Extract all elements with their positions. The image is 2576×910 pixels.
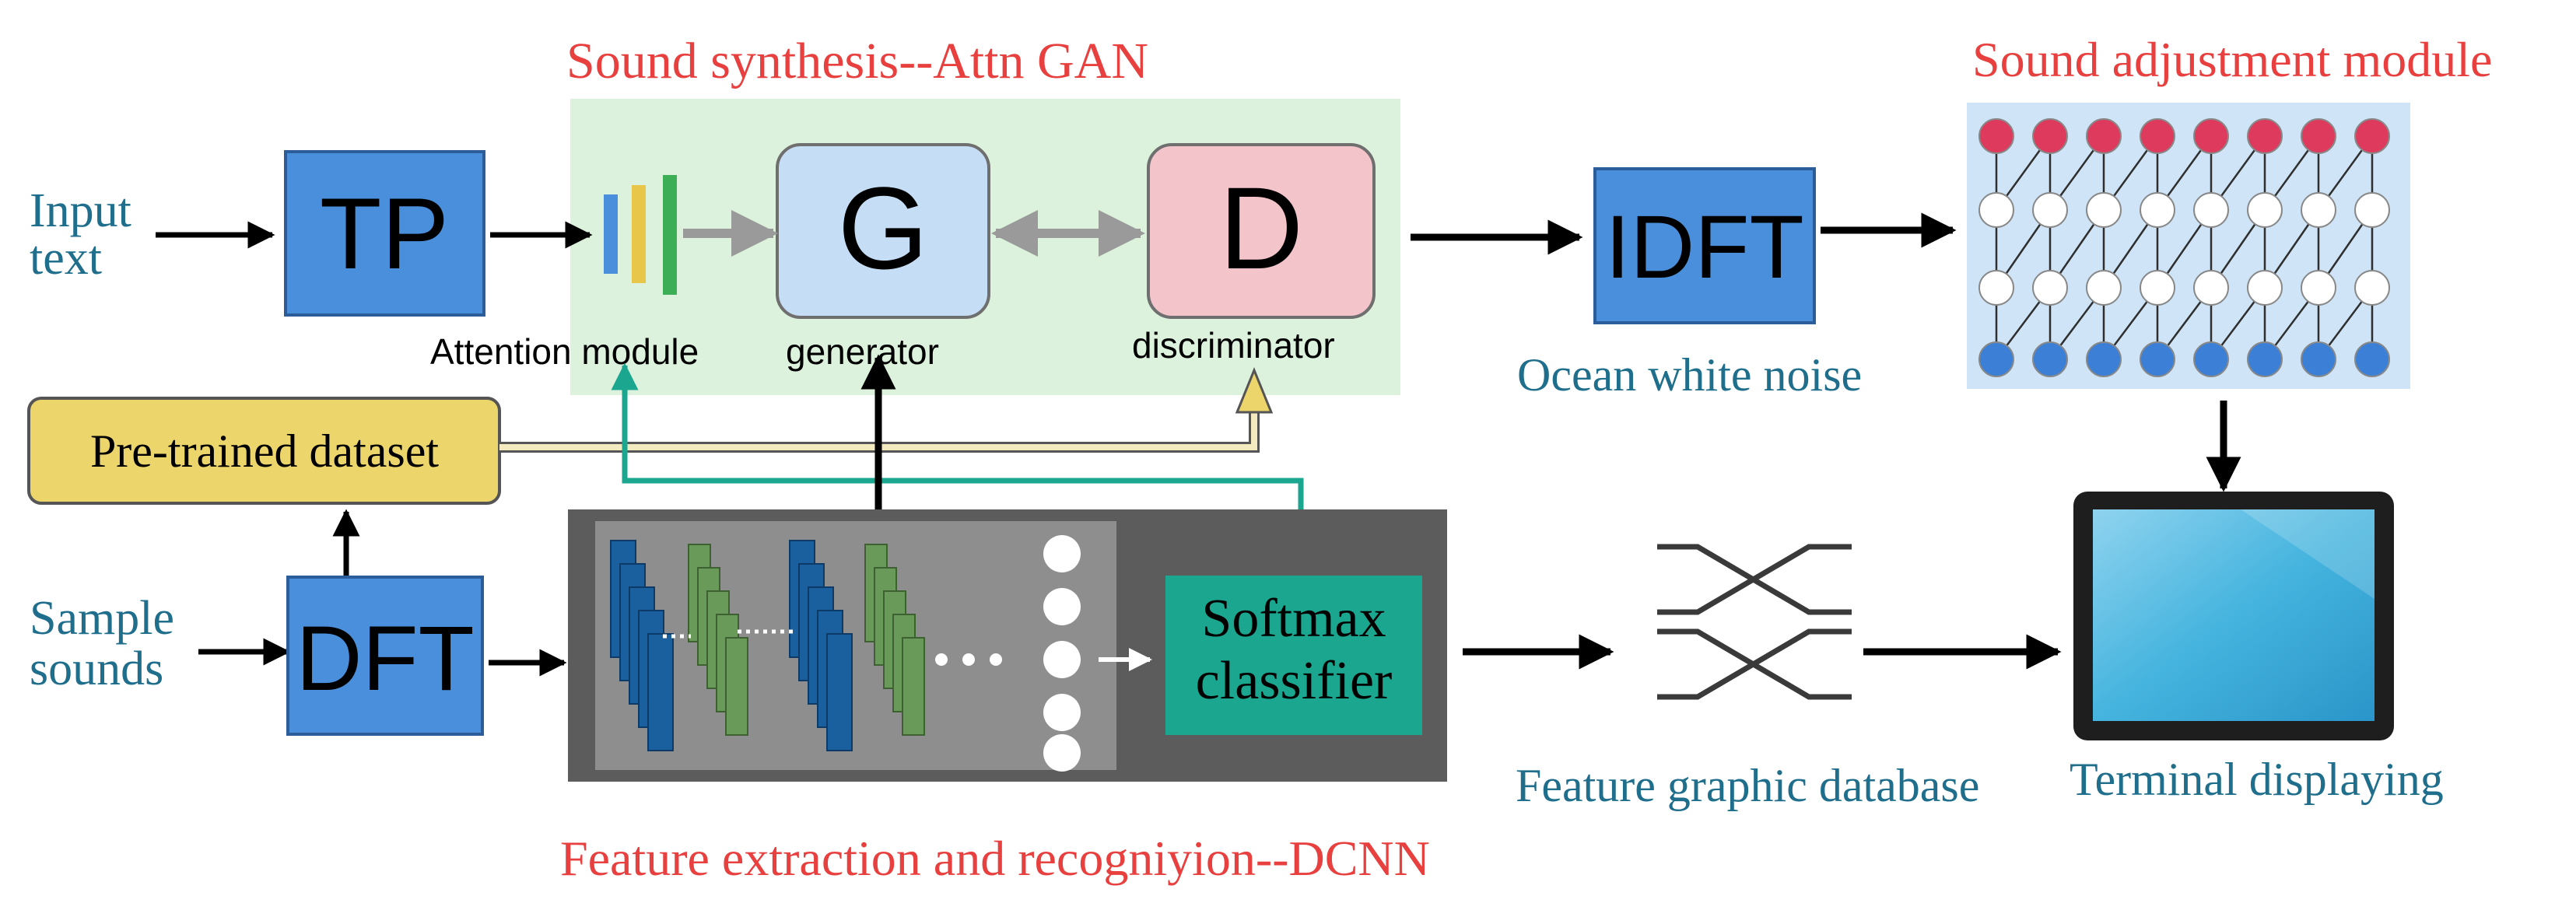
network-node: [2140, 270, 2175, 306]
network-node: [2354, 341, 2390, 377]
network-node: [2086, 118, 2122, 154]
generator-label: generator: [786, 331, 939, 372]
fc-neuron: [1043, 588, 1081, 625]
monitor-icon: [2073, 492, 2394, 740]
adjust-title: Sound adjustment module: [1972, 32, 2492, 87]
network-node: [2193, 341, 2229, 377]
tp-box: [284, 150, 485, 317]
tp-box-label: TP: [320, 177, 449, 290]
network-node: [2247, 192, 2283, 228]
idft-box: [1593, 167, 1816, 324]
conv-feature-map: [647, 633, 674, 751]
input-text-label-line2: text: [30, 232, 102, 285]
input-text-label-line1: Input: [30, 184, 131, 237]
network-node: [2140, 341, 2175, 377]
softmax-label-line2: classifier: [1196, 651, 1393, 711]
network-node: [2301, 341, 2336, 377]
feature-graphic-database-label: Feature graphic database: [1516, 760, 1979, 811]
network-node: [2032, 341, 2068, 377]
node-grid-icon: [1978, 118, 2390, 377]
ellipsis-dot: [962, 653, 975, 666]
network-node: [1978, 118, 2014, 154]
network-node: [2354, 118, 2390, 154]
network-node: [1978, 192, 2014, 228]
network-node: [2247, 118, 2283, 154]
network-node: [2193, 270, 2229, 306]
dft-box: [286, 576, 484, 736]
fc-neuron: [1043, 694, 1081, 731]
softmax-classifier-box: [1165, 576, 1422, 735]
network-node: [2301, 270, 2336, 306]
network-node: [2247, 341, 2283, 377]
fc-neuron: [1043, 641, 1081, 678]
attention-module-label: Attention module: [430, 331, 699, 372]
idft-box-label: IDFT: [1605, 198, 1804, 297]
network-node: [2140, 118, 2175, 154]
network-node: [2301, 118, 2336, 154]
discriminator-label: discriminator: [1132, 325, 1335, 366]
cnn-inner-panel: [595, 521, 1116, 770]
gan-title: Sound synthesis--Attn GAN: [566, 33, 1148, 89]
discriminator-box-label: D: [1219, 163, 1303, 293]
network-node: [2086, 270, 2122, 306]
crossing-lines-icon: [1657, 544, 1852, 700]
conv-feature-map: [826, 633, 853, 751]
attention-bars-icon: [604, 175, 677, 295]
fc-neuron: [1043, 734, 1081, 772]
softmax-label-line1: Softmax: [1201, 589, 1386, 649]
dataset-to-discriminator-connector: [499, 367, 1274, 453]
network-node: [2193, 118, 2229, 154]
network-node: [2301, 192, 2336, 228]
network-node: [2086, 341, 2122, 377]
network-node: [2354, 192, 2390, 228]
pool-feature-map: [902, 637, 925, 736]
dft-box-label: DFT: [296, 607, 474, 710]
network-node: [2354, 270, 2390, 306]
ellipsis-dot: [935, 653, 948, 666]
terminal-displaying-label: Terminal displaying: [2070, 754, 2444, 805]
generator-box-label: G: [838, 163, 929, 293]
pool-feature-map: [725, 637, 748, 736]
network-node: [2032, 118, 2068, 154]
pretrained-dataset-label: Pre-trained dataset: [90, 425, 439, 477]
sample-sounds-label-line1: Sample: [30, 592, 174, 645]
network-node: [2140, 192, 2175, 228]
network-node: [2247, 270, 2283, 306]
adjustment-grid-panel: [1967, 103, 2410, 389]
discriminator-box: [1147, 143, 1376, 319]
network-node: [2032, 192, 2068, 228]
sample-sounds-label-line2: sounds: [30, 642, 163, 695]
network-node: [1978, 341, 2014, 377]
cnn-layers-icon: [610, 535, 1081, 772]
ellipsis-dot: [990, 653, 1002, 666]
network-node: [2032, 270, 2068, 306]
dcnn-title: Feature extraction and recogniyion--DCNN: [560, 831, 1430, 886]
fc-neuron: [1043, 535, 1081, 572]
network-node: [2193, 192, 2229, 228]
network-node: [1978, 270, 2014, 306]
ocean-white-noise-label: Ocean white noise: [1517, 349, 1862, 401]
network-node: [2086, 192, 2122, 228]
